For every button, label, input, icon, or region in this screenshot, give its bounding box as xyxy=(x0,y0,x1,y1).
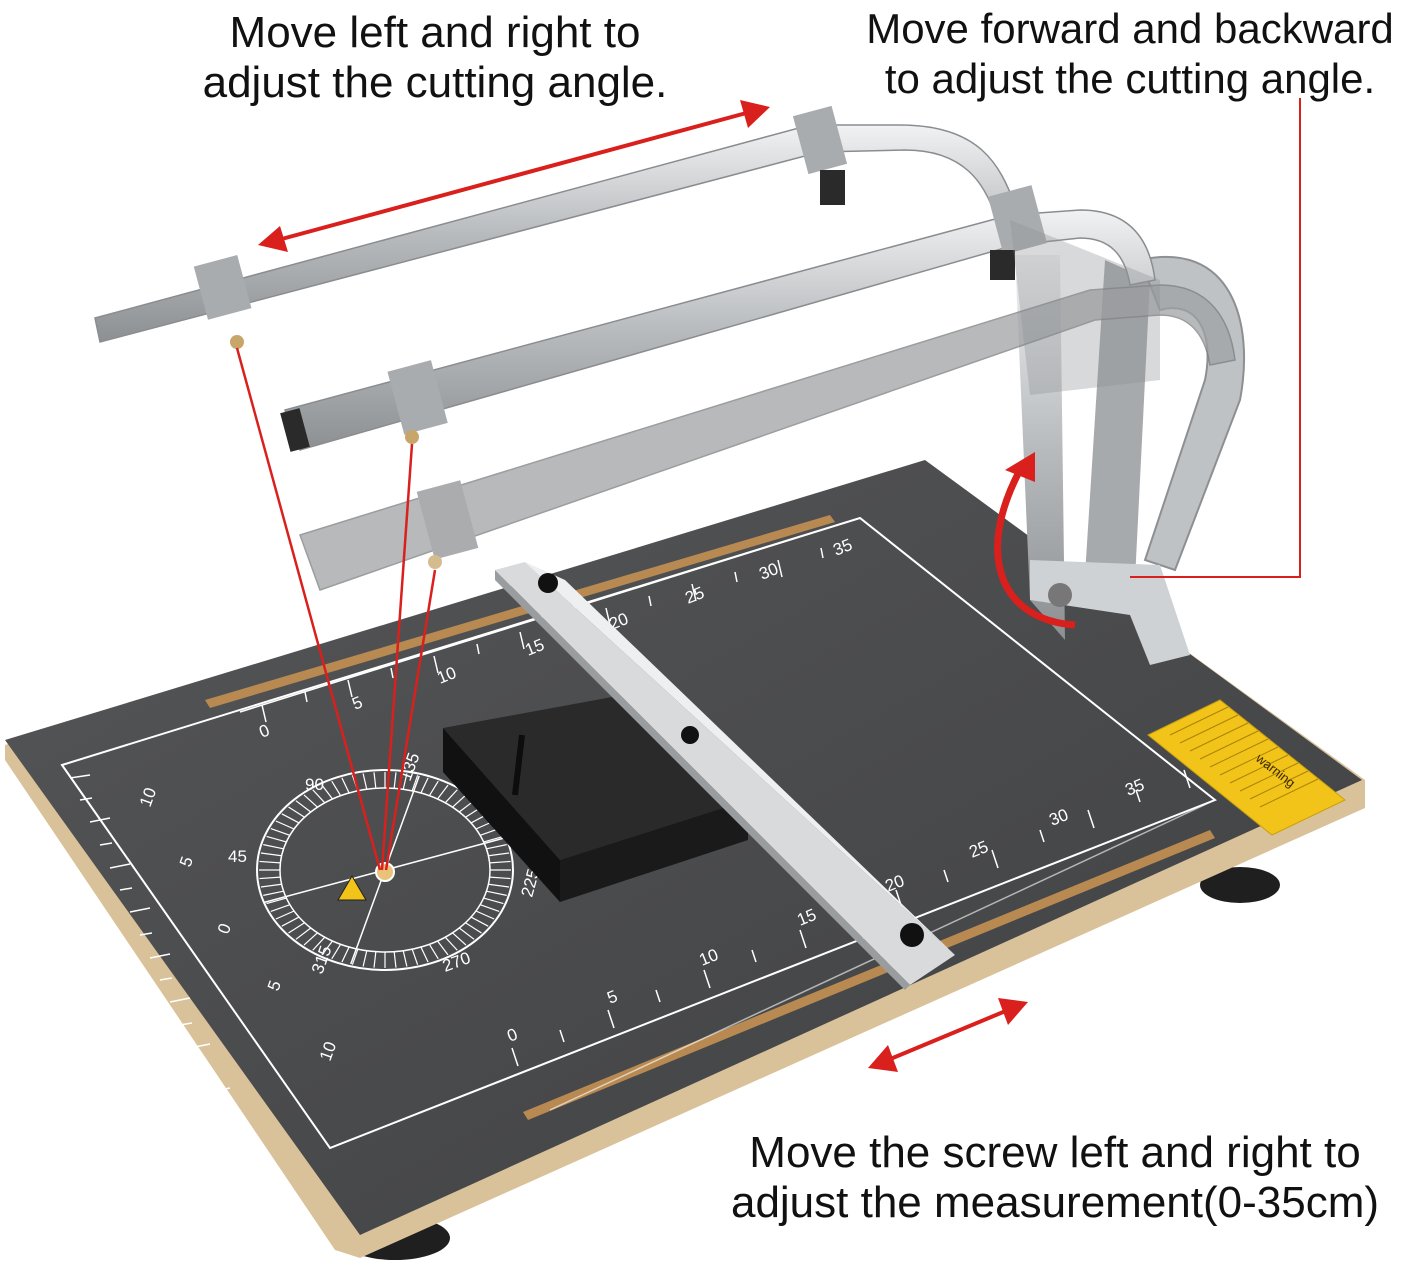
protractor-tick xyxy=(373,951,377,968)
protractor-tick xyxy=(341,946,350,963)
protractor-tick xyxy=(489,860,511,864)
protractor-tick xyxy=(470,916,489,927)
protractor-tick xyxy=(362,950,368,967)
caption-top-right: Move forward and backward to adjust the … xyxy=(830,4,1422,104)
warning-label: warning xyxy=(1147,699,1346,836)
caption-line: Move the screw left and right to xyxy=(749,1128,1361,1177)
wing-nut-icon[interactable] xyxy=(1048,583,1072,607)
adjust-arrow xyxy=(258,100,770,252)
protractor-tick xyxy=(420,946,429,963)
protractor-tick xyxy=(402,950,408,967)
cutting-wire-lines xyxy=(235,347,437,871)
protractor-tick xyxy=(260,883,282,888)
protractor-tick xyxy=(263,890,284,896)
protractor-tick xyxy=(288,922,305,934)
protractor-tick xyxy=(411,775,419,791)
protractor-tick xyxy=(488,883,510,888)
protractor-tick xyxy=(373,772,377,789)
protractor-tick xyxy=(331,944,342,960)
caption-bottom-right: Move the screw left and right to adjust … xyxy=(700,1128,1410,1228)
caption-line: adjust the measurement(0-35cm) xyxy=(730,1178,1380,1227)
fence-knob-icon[interactable] xyxy=(900,923,924,947)
caption-line: adjust the cutting angle. xyxy=(202,58,668,107)
protractor-tick xyxy=(362,773,368,790)
adjust-arrow xyxy=(868,998,1028,1072)
protractor-tick xyxy=(266,835,287,843)
protractor-tick xyxy=(489,876,511,880)
protractor-tick xyxy=(437,784,449,800)
wire-clip-icon xyxy=(428,555,442,569)
protractor-tick xyxy=(444,789,458,804)
protractor-tick xyxy=(486,890,507,896)
protractor-tick xyxy=(411,949,419,965)
cutting-arm-middle[interactable] xyxy=(280,185,1156,452)
protractor-tick xyxy=(281,813,300,824)
slot xyxy=(523,830,1215,1120)
protractor-tick xyxy=(393,951,397,968)
caption-line: Move forward and backward xyxy=(866,5,1394,52)
protractor-tick xyxy=(420,777,429,794)
protractor-tick xyxy=(260,852,282,857)
protractor-tick xyxy=(428,944,439,960)
fence-knob-icon[interactable] xyxy=(681,726,699,744)
protractor-tick xyxy=(270,828,291,836)
hot-surface-warning-icon xyxy=(337,875,367,901)
protractor-tick xyxy=(275,910,295,920)
protractor-tick xyxy=(479,904,500,912)
protractor-tick xyxy=(331,780,342,796)
protractor-tick xyxy=(295,927,312,940)
rotate-arrow xyxy=(994,452,1076,629)
fence-knob-icon[interactable] xyxy=(538,573,558,593)
protractor-label: 45 xyxy=(228,847,247,866)
protractor-tick xyxy=(444,936,458,951)
protractor-tick xyxy=(270,904,291,912)
slot xyxy=(205,515,835,708)
protractor-tick xyxy=(465,922,482,934)
protractor-tick xyxy=(259,860,281,864)
guide-fence[interactable] xyxy=(495,562,955,990)
protractor-tick xyxy=(483,835,504,843)
protractor-tick xyxy=(437,940,449,956)
protractor-tick xyxy=(303,932,318,946)
caption-line: Move left and right to xyxy=(229,8,641,57)
protractor-tick xyxy=(488,852,510,857)
protractor-tick xyxy=(312,789,326,804)
protractor-tick xyxy=(402,773,408,790)
caption-top-left: Move left and right to adjust the cuttin… xyxy=(150,8,720,108)
cutting-arm-top[interactable] xyxy=(94,105,1016,349)
bottom-ruler xyxy=(511,769,1191,1067)
protractor-tick xyxy=(312,936,326,951)
protractor-tick xyxy=(259,876,281,880)
protractor-tick xyxy=(266,897,287,905)
protractor-tick xyxy=(475,910,495,920)
cutting-arm-lower[interactable] xyxy=(299,284,1236,591)
protractor-label: 90 xyxy=(305,775,324,794)
protractor-tick xyxy=(341,777,350,794)
protractor-tick xyxy=(275,820,295,830)
protractor-tick xyxy=(295,800,312,813)
protractor xyxy=(256,769,514,971)
caption-line: to adjust the cutting angle. xyxy=(884,55,1376,102)
protractor-tick xyxy=(483,897,504,905)
protractor-tick xyxy=(458,927,475,940)
wire-clip-icon xyxy=(405,430,419,444)
protractor-tick xyxy=(486,844,507,850)
protractor-tick xyxy=(321,940,333,956)
rubber-foot xyxy=(1200,867,1280,903)
protractor-tick xyxy=(288,806,305,818)
callout-line xyxy=(1130,98,1301,578)
protractor-tick xyxy=(321,784,333,800)
protractor-tick xyxy=(281,916,300,927)
protractor-tick xyxy=(351,949,359,965)
protractor-tick xyxy=(428,780,439,796)
protractor-tick xyxy=(393,772,397,789)
left-ruler xyxy=(69,774,253,1161)
protractor-tick xyxy=(263,844,284,850)
protractor-tick xyxy=(452,932,467,946)
protractor-tick xyxy=(303,794,318,808)
wire-clip-icon xyxy=(230,335,244,349)
protractor-tick xyxy=(452,794,467,808)
